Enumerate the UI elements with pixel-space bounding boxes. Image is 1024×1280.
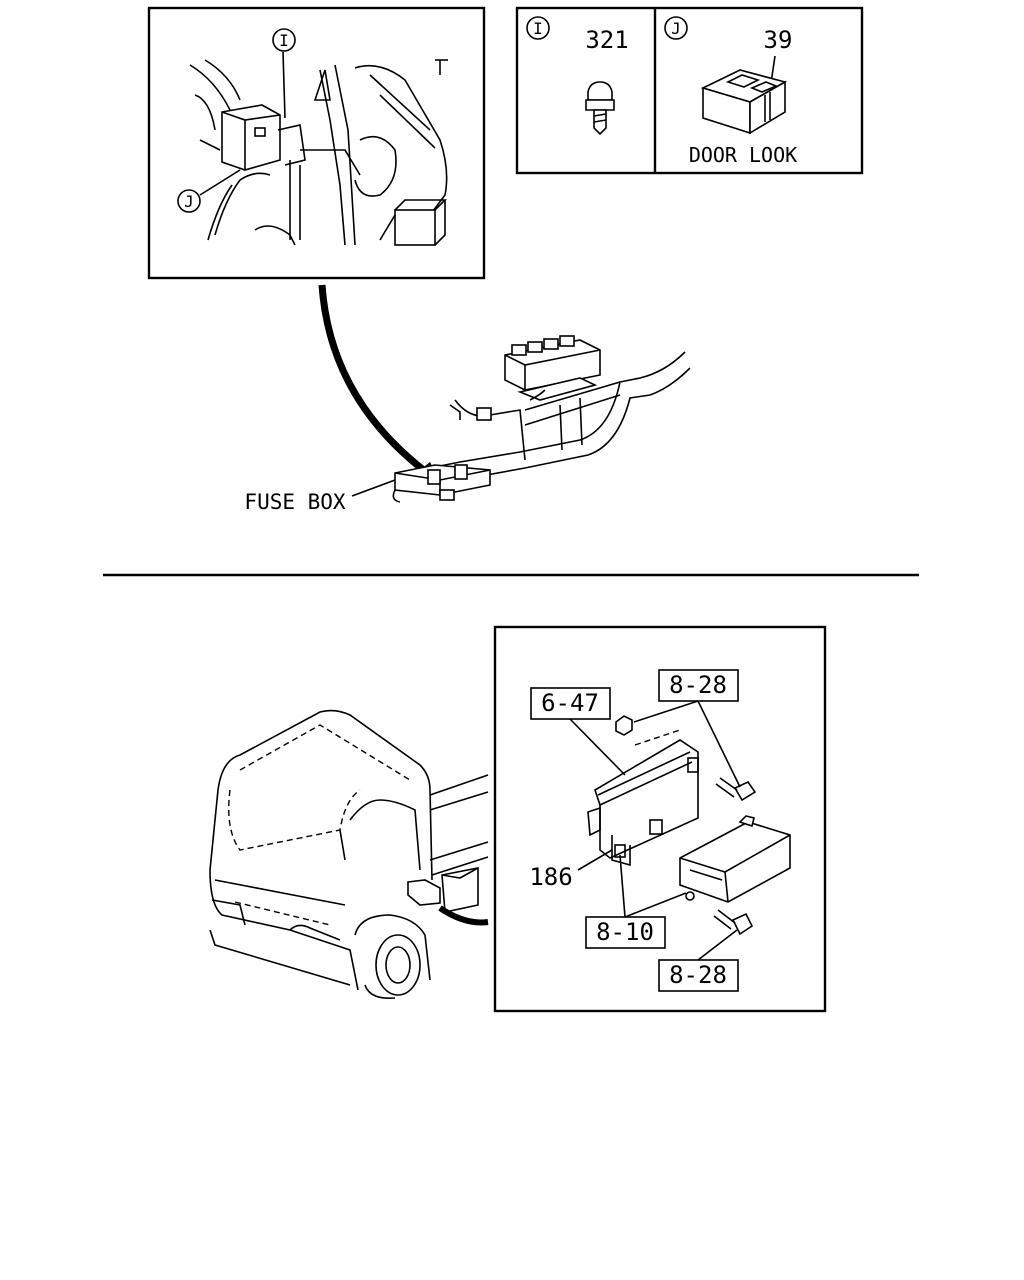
part-number-321: 321 <box>585 26 628 54</box>
callout-table: I 321 J 39 <box>515 6 864 175</box>
truck-cab-view <box>209 709 489 1000</box>
clip-part-drawing <box>585 81 615 136</box>
fuse-box-label: FUSE BOX <box>244 490 346 514</box>
part-number-39: 39 <box>764 26 793 54</box>
ref-186-label: 186 <box>529 863 572 891</box>
ref-8-10-callout: 8-10 <box>585 854 687 949</box>
ref-186-callout: 186 <box>529 849 613 891</box>
ref-8-10-label: 8-10 <box>596 918 654 946</box>
marker-i-label: I <box>279 31 289 50</box>
marker-i-circle <box>272 28 296 52</box>
door-lock-relay-drawing <box>700 69 788 135</box>
callout-i-marker: I <box>533 19 543 38</box>
callout-cell-j: J 39 DOOR LOOK <box>664 16 797 167</box>
callout-j-marker: J <box>671 19 681 38</box>
interior-detail-view: I J <box>147 6 486 280</box>
door-lock-caption: DOOR LOOK <box>689 143 797 167</box>
dashboard-fuse-box-view: FUSE BOX <box>244 284 691 514</box>
callout-cell-i: I 321 <box>526 16 629 136</box>
marker-j-label: J <box>184 192 194 211</box>
ref-8-28-bottom-callout: 8-28 <box>658 929 739 992</box>
fuse-box-bracket-detail: 6-47 8-28 186 8-10 8-28 <box>493 625 827 1013</box>
ref-8-28-top-callout: 8-28 <box>633 669 741 788</box>
ref-8-28-bottom-label: 8-28 <box>669 961 727 989</box>
ref-6-47-callout: 6-47 <box>530 687 626 776</box>
ref-6-47-label: 6-47 <box>541 689 599 717</box>
marker-j-circle <box>177 189 201 213</box>
ref-8-28-top-label: 8-28 <box>669 671 727 699</box>
